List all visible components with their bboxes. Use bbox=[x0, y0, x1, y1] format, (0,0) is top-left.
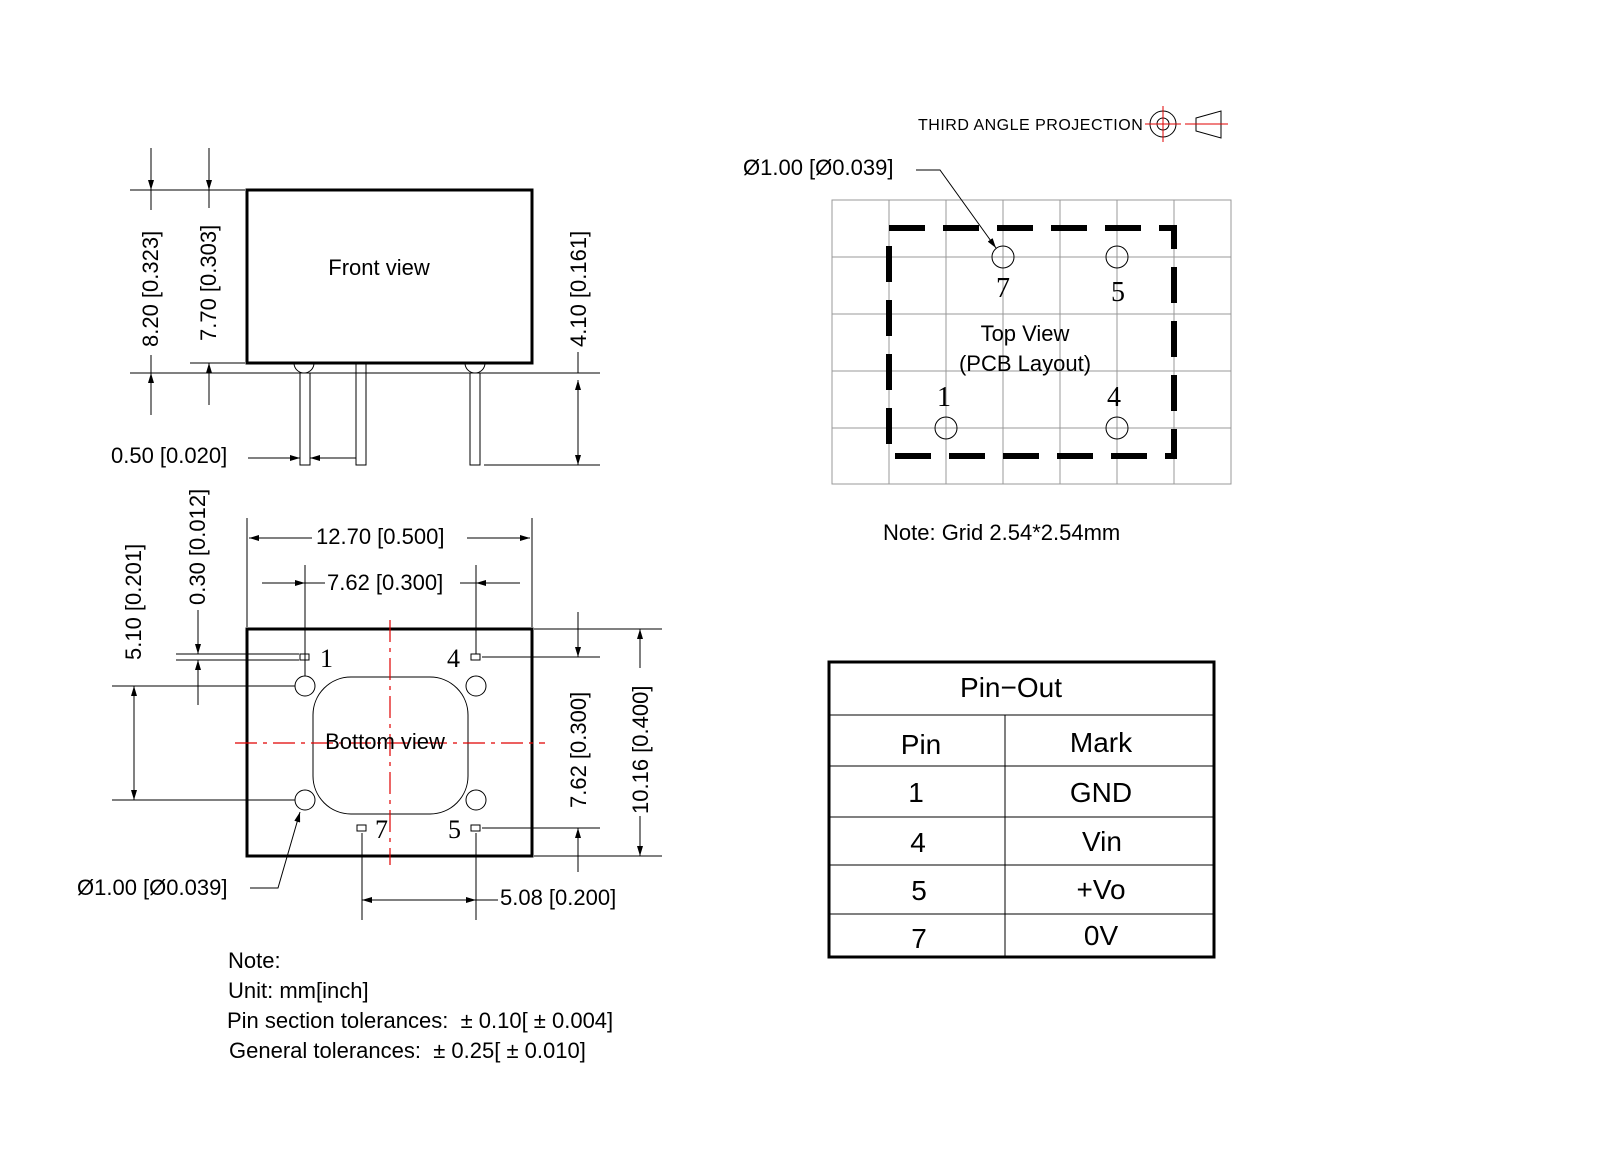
top-view-subtitle: (PCB Layout) bbox=[959, 351, 1091, 376]
module-outline-dashed bbox=[886, 225, 1177, 459]
bottom-pin-label-7: 7 bbox=[375, 815, 388, 844]
top-view-pcb-layout: 7 5 1 4 Top View (PCB Layout) Ø1.00 [Ø0.… bbox=[743, 155, 1232, 545]
pin-left bbox=[299, 372, 311, 466]
pin-middle bbox=[355, 362, 367, 466]
bottom-pin-label-1: 1 bbox=[320, 644, 333, 673]
front-view: Front view 8.20 [0.323] 7.70 [0.303] 4.1… bbox=[111, 148, 600, 468]
dim-total-height: 8.20 [0.323] bbox=[138, 231, 163, 347]
pin-right bbox=[469, 372, 481, 466]
dim-pin-pitch-x: 7.62 [0.300] bbox=[327, 570, 443, 595]
dim-body-height: 7.70 [0.303] bbox=[196, 225, 221, 341]
grid-note: Note: Grid 2.54*2.54mm bbox=[883, 520, 1120, 545]
pinout-cell-pin: 4 bbox=[910, 827, 926, 858]
pinout-cell-pin: 5 bbox=[911, 875, 927, 906]
table-row: 5 +Vo bbox=[911, 874, 1125, 906]
dim-pin-width: 0.50 [0.020] bbox=[111, 443, 227, 468]
bottom-pin-label-5: 5 bbox=[448, 815, 461, 844]
notes-heading: Note: bbox=[228, 948, 281, 973]
top-pin-label-1: 1 bbox=[937, 382, 951, 413]
projection-circle-icon bbox=[1145, 106, 1181, 142]
dim-pin-pitch-y: 7.62 [0.300] bbox=[566, 692, 591, 808]
pinout-header-pin: Pin bbox=[901, 729, 941, 760]
bottom-view-title: Bottom view bbox=[325, 729, 445, 754]
bottom-view: Bottom view 1 4 7 5 12.70 [0.500] 7.62 [… bbox=[77, 489, 662, 920]
projection-symbol: THIRD ANGLE PROJECTION bbox=[918, 106, 1228, 142]
dim-pin-7-5-spacing: 5.08 [0.200] bbox=[500, 885, 616, 910]
bottom-pin-label-4: 4 bbox=[447, 644, 460, 673]
pinout-table: Pin−Out Pin Mark 1 GND 4 Vin 5 +Vo 7 0V bbox=[827, 660, 1216, 959]
note-pin-tolerance: Pin section tolerances: ± 0.10[ ± 0.004] bbox=[227, 1008, 613, 1033]
table-row: 4 Vin bbox=[910, 826, 1122, 858]
dim-pin-thickness: 0.30 [0.012] bbox=[185, 489, 210, 605]
pinout-cell-mark: 0V bbox=[1084, 920, 1119, 951]
top-pin-label-4: 4 bbox=[1107, 382, 1121, 413]
note-general-tolerance: General tolerances: ± 0.25[ ± 0.010] bbox=[229, 1038, 586, 1063]
notes: Note: Unit: mm[inch] Pin section toleran… bbox=[227, 948, 613, 1063]
projection-cone-icon bbox=[1185, 110, 1228, 139]
table-row: 7 0V bbox=[911, 920, 1118, 954]
front-body-outline bbox=[245, 188, 534, 365]
pinout-cell-mark: GND bbox=[1070, 777, 1132, 808]
dim-pin-length: 4.10 [0.161] bbox=[566, 231, 591, 347]
top-pin-label-5: 5 bbox=[1111, 277, 1125, 308]
note-unit: Unit: mm[inch] bbox=[228, 978, 369, 1003]
projection-label: THIRD ANGLE PROJECTION bbox=[918, 117, 1143, 134]
front-view-title: Front view bbox=[328, 255, 430, 280]
pinout-cell-mark: Vin bbox=[1082, 826, 1122, 857]
pinout-cell-pin: 1 bbox=[908, 777, 924, 808]
pinout-cell-mark: +Vo bbox=[1076, 874, 1125, 905]
table-row: 1 GND bbox=[908, 777, 1132, 808]
dim-pin-diameter: Ø1.00 [Ø0.039] bbox=[77, 875, 227, 900]
dim-pin-offset: 5.10 [0.201] bbox=[121, 544, 146, 660]
top-view-title: Top View bbox=[981, 321, 1070, 346]
pinout-header-mark: Mark bbox=[1070, 727, 1133, 758]
dim-width: 12.70 [0.500] bbox=[316, 524, 444, 549]
pinout-title: Pin−Out bbox=[960, 672, 1062, 703]
top-pin-label-7: 7 bbox=[996, 273, 1010, 304]
dim-depth: 10.16 [0.400] bbox=[628, 686, 653, 814]
top-pin-diameter: Ø1.00 [Ø0.039] bbox=[743, 155, 893, 180]
pinout-cell-pin: 7 bbox=[911, 923, 927, 954]
